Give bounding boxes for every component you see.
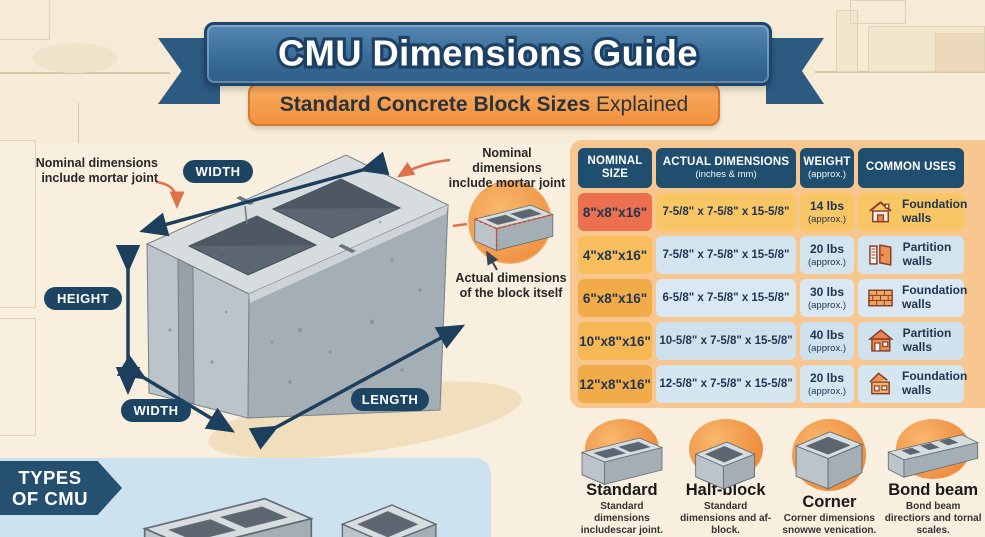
door-icon [869,244,892,266]
table-cell-actual: 10-5/8" x 7-5/8" x 15-5/8" [656,322,796,360]
use-label: Foundation walls [902,369,968,397]
table-cell-actual: 12-5/8" x 7-5/8" x 15-5/8" [656,365,796,403]
house-door-icon [869,372,890,395]
block-type-card-bond-beam: Bond beam Bond beam directiors and torna… [881,413,985,537]
table-cell-use: Partition walls [858,322,964,360]
types-of-cmu-banner: TYPES OF CMU [0,461,122,515]
block-type-name: Half-block [685,480,766,499]
table-cell-actual: 7-5/8" x 7-5/8" x 15-5/8" [656,193,796,231]
length-label: LENGTH [351,388,429,411]
actual-dimensions-inset [468,180,555,271]
subtitle-bar: Standard Concrete Block Sizes Explained [248,83,720,126]
block-type-name: Corner [802,492,857,511]
concrete-block-illustration [145,154,450,419]
block-type-desc: Standard dimensions includescar joint. [580,501,663,536]
block-type-name: Bond beam [888,480,979,499]
table-cell-nominal: 6"x8"x16" [578,279,652,317]
house-filled-icon [867,329,894,352]
table-cell-weight: 30 lbs(approx.) [800,279,854,317]
use-label: Partition walls [902,240,952,268]
header-weight: WEIGHT(approx.) [800,148,854,188]
blueprint-line [815,71,985,73]
blueprint-rect [850,0,906,24]
house-outline-icon [869,201,892,223]
block-type-card-corner: Corner Corner dimensions snowwe venicati… [778,413,882,537]
table-cell-nominal: 4"x8"x16" [578,236,652,274]
header-common-uses: COMMON USES [858,148,964,188]
table-cell-weight: 20 lbs(approx.) [800,236,854,274]
corner-block-icon [795,431,864,490]
subtitle-regular: Explained [590,92,689,116]
half-block-icon [694,441,756,490]
blueprint-line [78,103,79,143]
height-label: HEIGHT [44,287,122,310]
title-banner: CMU Dimensions Guide [204,22,772,86]
annotation-connectors [155,158,468,228]
blueprint-rect [0,318,36,436]
use-label: Foundation walls [902,197,968,225]
table-cell-nominal: 10"x8"x16" [578,322,652,360]
width-bottom-label: WIDTH [121,399,191,422]
table-cell-weight: 20 lbs(approx.) [800,365,854,403]
table-cell-weight: 14 lbs(approx.) [800,193,854,231]
blueprint-rect [0,0,50,40]
subtitle-bold: Standard Concrete Block Sizes [279,92,591,116]
cmu-block-diagram [115,151,555,459]
dimension-arrows [115,151,466,450]
cmu-dimensions-table: NOMINAL SIZE ACTUAL DIMENSIONS(inches & … [578,148,968,403]
nominal-note-left: Nominal dimensions include mortar joint [35,156,158,185]
width-top-label: WIDTH [183,160,253,183]
header-nominal-size: NOMINAL SIZE [578,148,652,188]
blueprint-rect [0,140,36,308]
table-cell-use: Foundation walls [858,365,968,403]
page-title: CMU Dimensions Guide [278,32,698,73]
block-type-name: Standard [586,480,658,499]
nominal-note-right: Nominal dimensions include mortar joint [448,146,566,190]
table-cell-use: Partition walls [858,236,964,274]
standard-block-icon [580,437,664,486]
block-type-card-standard: Standard Standard dimensions includescar… [570,413,674,537]
standard-block-illustration [142,497,314,537]
table-cell-use: Foundation walls [858,279,968,317]
block-type-desc: Standard dimensions and af-block. [680,501,772,536]
table-cell-actual: 7-5/8" x 7-5/8" x 15-5/8" [656,236,796,274]
use-label: Partition walls [902,326,952,354]
blueprint-rect [935,33,985,72]
block-types-row: Standard Standard dimensions includescar… [570,413,985,537]
table-cell-use: Foundation walls [858,193,968,231]
block-type-card-half-block: Half-block Standard dimensions and af-bl… [674,413,778,537]
half-block-illustration [340,504,438,537]
block-type-desc: Corner dimensions snowwe venication. [782,513,877,536]
table-cell-weight: 40 lbs(approx.) [800,322,854,360]
blueprint-blob [33,43,118,73]
brick-wall-icon [868,289,893,307]
block-type-desc: Bond beam directiors and tornal scales. [884,501,982,536]
blueprint-rect [836,10,858,72]
header-actual-dimensions: ACTUAL DIMENSIONS(inches & mm) [656,148,796,188]
table-cell-actual: 6-5/8" x 7-5/8" x 15-5/8" [656,279,796,317]
table-cell-nominal: 12"x8"x16" [578,365,652,403]
blueprint-line [0,72,170,74]
use-label: Foundation walls [902,283,968,311]
actual-note: Actual dimensions of the block itself [455,271,567,300]
bond-beam-block-icon [887,434,979,478]
table-cell-nominal: 8"x8"x16" [578,193,652,231]
